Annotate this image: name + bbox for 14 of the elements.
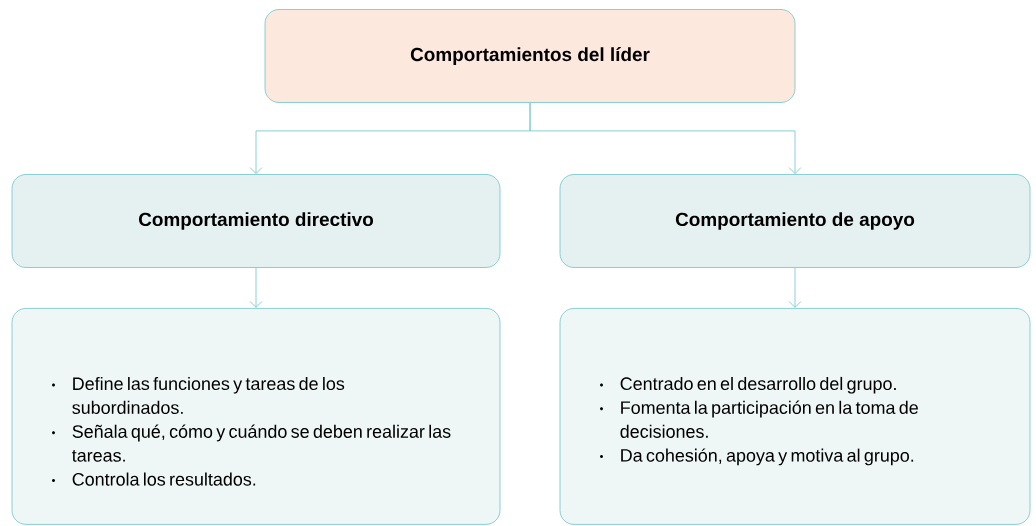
bullet-item: Define las funciones y tareas de los subordinados. — [72, 376, 345, 414]
bullet-item: Centrado en el desarrollo del grupo. — [620, 376, 896, 394]
list-box — [11, 308, 501, 525]
bullet-item: Señala qué, cómo y cuándo se deben realizar las tareas. — [72, 424, 451, 462]
bullet-item: Controla los resultados. — [72, 472, 256, 486]
category-box: Comportamiento directivo — [11, 174, 501, 268]
bullet-item: Da cohesión, apoya y motiva al grupo. — [621, 448, 914, 466]
bullet-item: Fomenta la participación en la toma de decisiones. — [620, 400, 918, 438]
arrow — [529, 102, 802, 174]
category-box: Comportamiento de apoyo — [559, 174, 1031, 268]
arrow — [249, 267, 263, 308]
arrow — [788, 267, 802, 308]
title-box: Comportamientos del líder — [264, 9, 796, 103]
list-box — [559, 308, 1031, 525]
